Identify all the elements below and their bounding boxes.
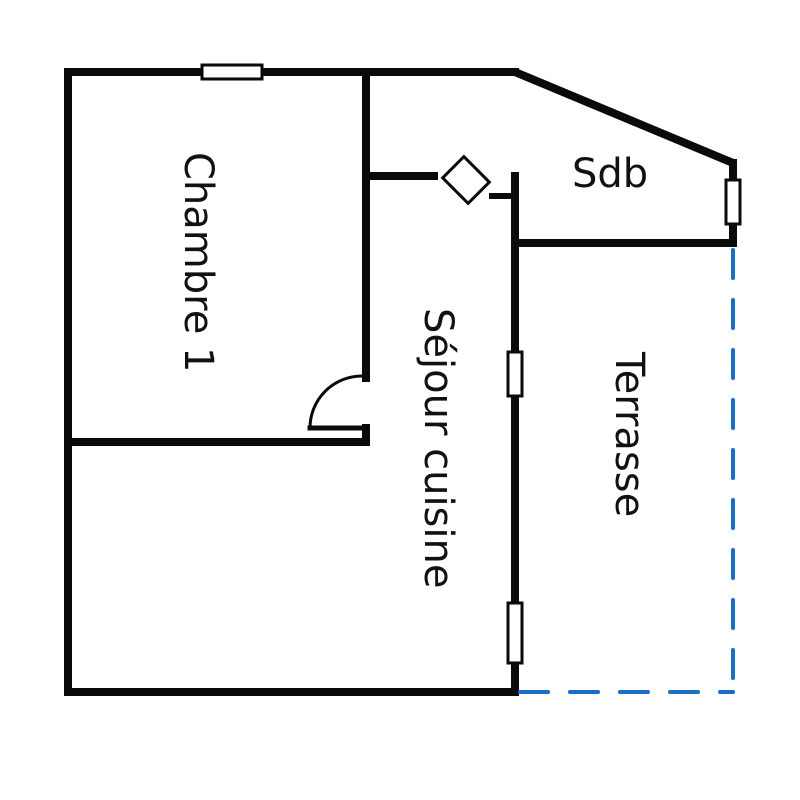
room-label-terrasse: Terrasse	[606, 351, 652, 517]
top-wall-window	[200, 63, 264, 81]
diagonal-wall	[513, 68, 735, 167]
sejour-upper-window	[506, 350, 524, 398]
sdb-door	[440, 154, 492, 206]
walls	[64, 68, 737, 696]
room-label-sdb: Sdb	[572, 151, 648, 197]
sejour-lower-window	[506, 601, 524, 665]
chambre1-door	[308, 374, 363, 429]
room-label-sejour: Séjour cuisine	[415, 308, 461, 588]
room-label-chambre1: Chambre 1	[175, 152, 221, 373]
sdb-right-window	[724, 178, 742, 226]
